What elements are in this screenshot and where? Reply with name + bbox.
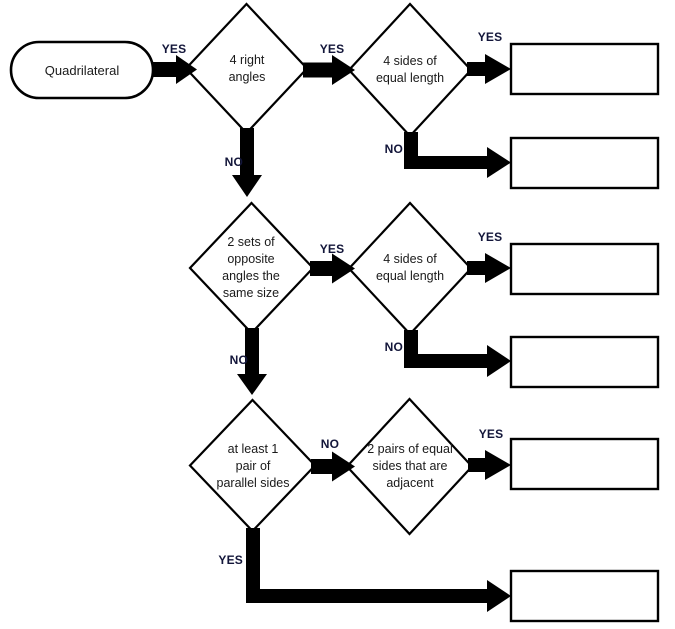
answer-box-b5-label[interactable] xyxy=(511,439,658,489)
answer-box-b3-label[interactable] xyxy=(511,244,658,294)
edge-label-d2-to-b2-no: NO xyxy=(384,142,403,156)
answer-box-b4-label[interactable] xyxy=(511,337,658,387)
arrow-d3-to-d4-yes xyxy=(310,253,355,284)
arrow-d6-to-b5-yes xyxy=(468,450,511,480)
decision-d5-shape[interactable] xyxy=(188,398,317,533)
edge-label-d3-to-d5-no: NO xyxy=(229,353,248,367)
edge-label-d1-to-d3-no: NO xyxy=(224,155,243,169)
answer-box-b6-label[interactable] xyxy=(511,571,658,621)
arrow-d1-to-d2-yes xyxy=(303,55,355,85)
answer-box-b3-shape[interactable] xyxy=(509,242,660,296)
decision-d2-shape[interactable] xyxy=(347,2,473,138)
decision-d6-shape[interactable] xyxy=(345,397,474,536)
decision-d3-shape[interactable] xyxy=(188,201,315,335)
edge-label-d5-to-d6-no: NO xyxy=(320,437,340,451)
answer-box-b5-shape[interactable] xyxy=(509,437,660,491)
arrow-start-to-d1 xyxy=(153,55,197,84)
arrow-d4-to-b4-no xyxy=(404,330,511,377)
arrow-d5-to-d6-no xyxy=(311,451,355,482)
arrow-d3-to-d5-no xyxy=(237,328,267,395)
edge-label-d4-to-b4-no: NO xyxy=(384,340,403,354)
edge-label-d5-to-b6-yes: YES xyxy=(218,553,243,567)
edge-label-d3-to-d4-yes: YES xyxy=(319,242,345,256)
arrow-d5-to-b6-yes xyxy=(246,528,511,612)
edge-label-d2-to-b1-yes: YES xyxy=(477,30,503,44)
edge-label-d4-to-b3-yes: YES xyxy=(477,230,503,244)
decision-d1-shape[interactable] xyxy=(184,2,309,135)
decision-d4-shape[interactable] xyxy=(347,201,473,336)
answer-box-b1-label[interactable] xyxy=(511,44,658,94)
edge-label-d1-to-d2-yes: YES xyxy=(319,42,345,56)
arrow-d2-to-b2-no xyxy=(404,132,511,178)
answer-box-b4-shape[interactable] xyxy=(509,335,660,389)
arrow-d2-to-b1-yes xyxy=(467,54,511,84)
arrow-d1-to-d3-no xyxy=(232,128,262,197)
edge-label-start-to-d1-yes: YES xyxy=(161,42,187,56)
edge-label-d6-to-b5-yes: YES xyxy=(478,427,504,441)
start-terminator-shape[interactable] xyxy=(9,40,155,100)
answer-box-b2-label[interactable] xyxy=(511,138,658,188)
answer-box-b2-shape[interactable] xyxy=(509,136,660,190)
arrow-d4-to-b3-yes xyxy=(467,253,511,283)
